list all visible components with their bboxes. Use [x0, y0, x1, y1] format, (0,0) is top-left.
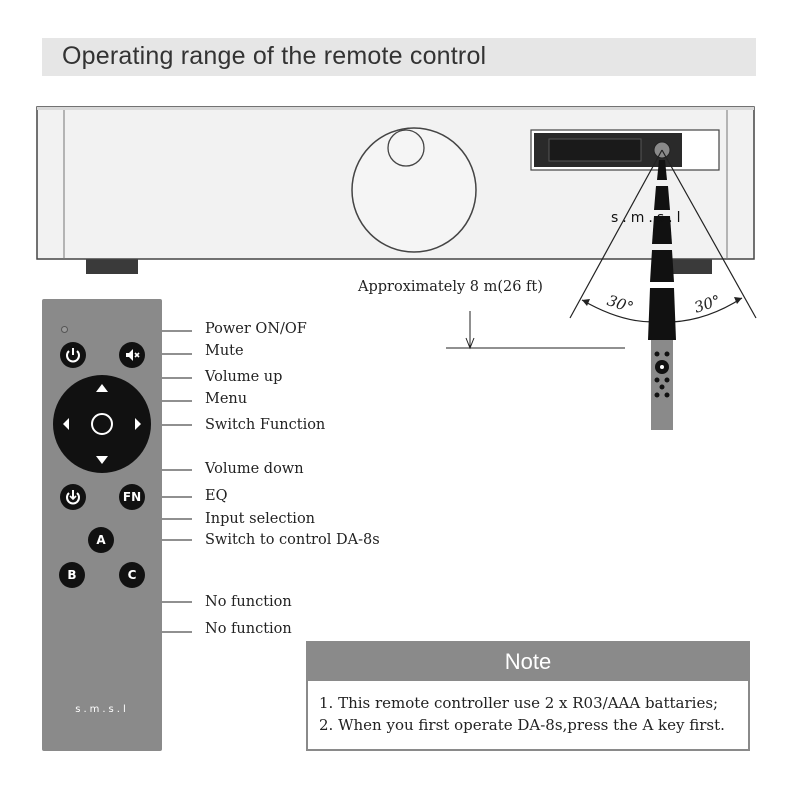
menu-button[interactable] — [91, 413, 113, 435]
label-menu: Menu — [205, 391, 248, 407]
label-volume-up: Volume up — [205, 369, 283, 385]
right-arrow — [135, 418, 141, 430]
label-mute: Mute — [205, 343, 244, 359]
note-line-2: 2. When you first operate DA-8s,press th… — [319, 716, 725, 734]
knob-indicator — [387, 129, 425, 167]
volume-down-arrow — [96, 456, 108, 464]
mute-button[interactable] — [119, 342, 145, 368]
label-power: Power ON/OF — [205, 321, 307, 337]
b-button[interactable]: B — [59, 562, 85, 588]
label-switch-da8s: Switch to control DA-8s — [205, 532, 380, 548]
volume-knob — [351, 127, 477, 253]
power-icon — [66, 348, 80, 363]
left-arrow — [63, 418, 69, 430]
label-input-selection: Input selection — [205, 511, 316, 527]
label-switch-function: Switch Function — [205, 417, 326, 433]
power-button[interactable] — [60, 342, 86, 368]
display-segment — [548, 138, 642, 162]
mute-icon — [126, 349, 140, 361]
device-logo: s.m.s.l — [611, 210, 685, 226]
c-button[interactable]: C — [119, 562, 145, 588]
note-heading: Note — [308, 643, 748, 681]
label-volume-down: Volume down — [205, 461, 304, 477]
power-led — [61, 326, 68, 333]
distance-label: Approximately 8 m(26 ft) — [358, 279, 543, 295]
title-bar: Operating range of the remote control — [42, 38, 756, 76]
volume-up-arrow — [96, 384, 108, 392]
remote-control: FN A B C s.m.s.l — [42, 299, 162, 751]
input-icon — [66, 490, 80, 505]
label-eq: EQ — [205, 488, 228, 504]
fn-button[interactable]: FN — [119, 484, 145, 510]
page-title: Operating range of the remote control — [62, 42, 487, 70]
label-no-function-2: No function — [205, 621, 292, 637]
device-foot-left — [86, 258, 138, 274]
note-line-1: 1. This remote controller use 2 x R03/AA… — [319, 694, 719, 712]
input-button[interactable] — [60, 484, 86, 510]
dpad[interactable] — [53, 375, 151, 473]
remote-logo: s.m.s.l — [75, 704, 129, 715]
device-top-edge — [37, 107, 754, 110]
small-remote — [651, 340, 673, 430]
label-no-function-1: No function — [205, 594, 292, 610]
note-box: Note 1. This remote controller use 2 x R… — [306, 641, 750, 751]
ir-beam — [648, 160, 676, 340]
a-button[interactable]: A — [88, 527, 114, 553]
